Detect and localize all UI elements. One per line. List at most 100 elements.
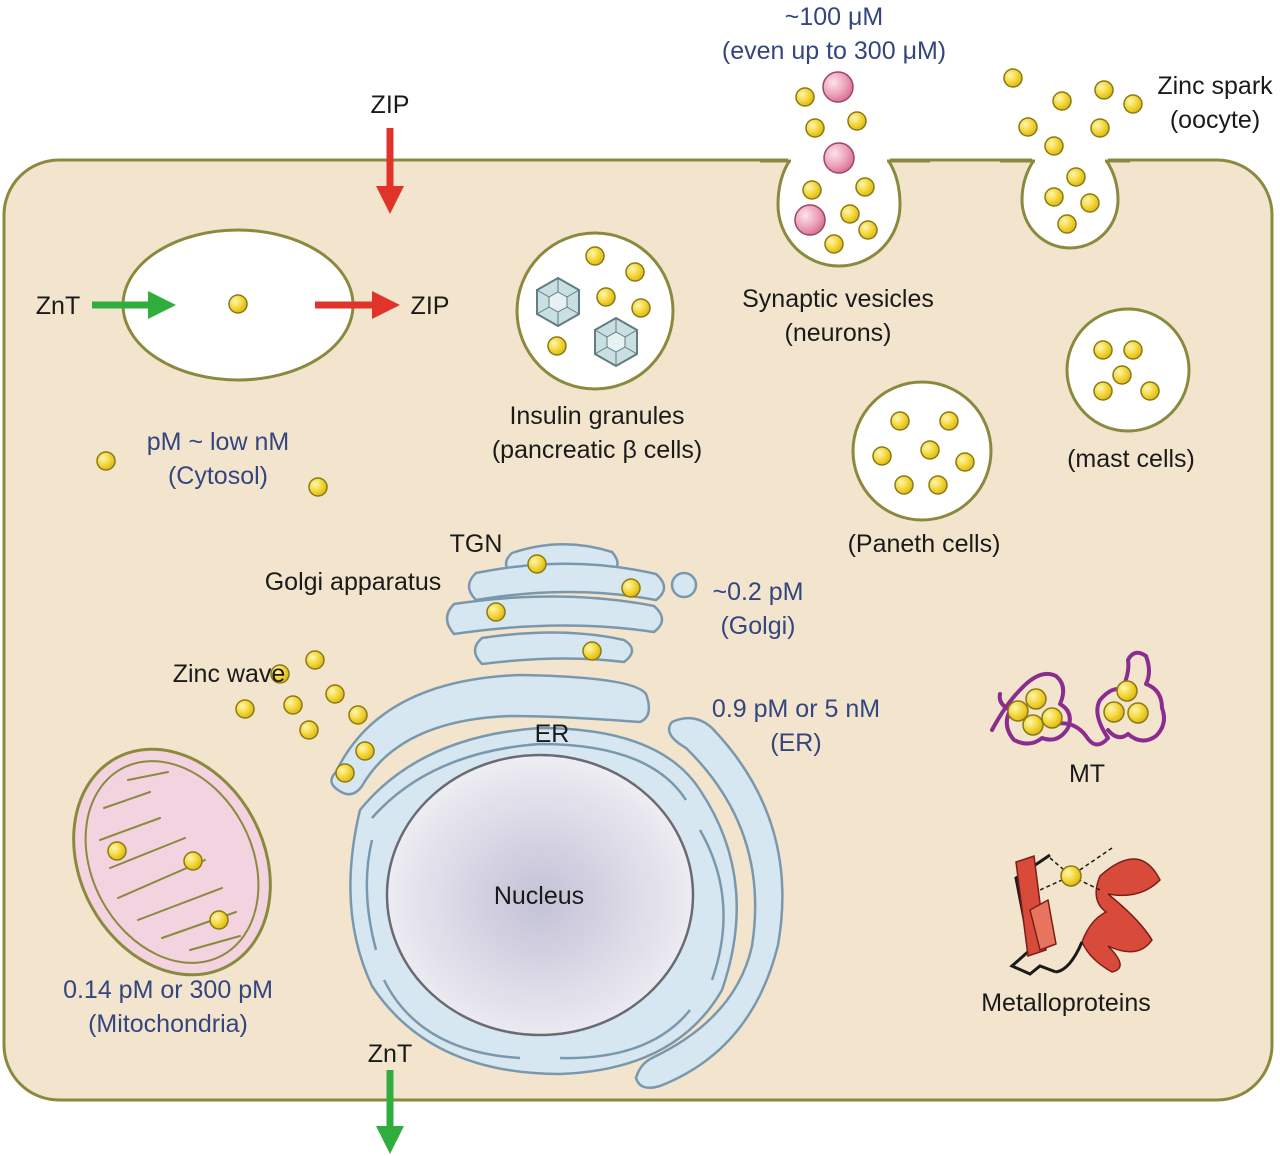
zinc-ion-icon: [847, 111, 867, 131]
insulin-granules-sublabel: (pancreatic β cells): [492, 436, 702, 464]
zinc-ion-icon: [955, 452, 975, 472]
insulin-crystal-icon: [536, 276, 580, 328]
zinc-ion-icon: [1057, 214, 1077, 234]
synaptic-vesicle: [823, 142, 855, 174]
nucleus-label: Nucleus: [494, 882, 584, 910]
synaptic-concentration-max: (even up to 300 μM): [722, 37, 946, 65]
metalloproteins-label: Metalloproteins: [981, 989, 1151, 1017]
zinc-ion-group: [96, 68, 1160, 930]
zinc-ion-icon: [283, 695, 303, 715]
mast-cells-label: (mast cells): [1067, 445, 1195, 473]
protein-ribbon-icon: [1009, 847, 1161, 976]
er-concentration: 0.9 pM or 5 nM: [712, 695, 880, 723]
znt-bottom-label: ZnT: [368, 1040, 412, 1068]
nucleus: [385, 753, 695, 1037]
synaptic-vesicles-label: Synaptic vesicles: [742, 285, 934, 313]
zinc-ion-icon: [1003, 68, 1023, 88]
er-label: ER: [535, 720, 570, 748]
zip-right-label: ZIP: [411, 292, 450, 320]
mt-label: MT: [1069, 760, 1105, 788]
zinc-ion-icon: [1044, 187, 1064, 207]
golgi-apparatus-label: Golgi apparatus: [265, 568, 442, 596]
zip-top-label: ZIP: [371, 91, 410, 119]
zinc-ion-icon: [1093, 381, 1113, 401]
zinc-ion-icon: [107, 841, 127, 861]
zinc-ion-icon: [1127, 702, 1149, 724]
zinc-ion-icon: [547, 336, 567, 356]
metallothionein: [990, 650, 1166, 747]
zinc-ion-icon: [1041, 707, 1063, 729]
zinc-ion-icon: [890, 411, 910, 431]
zinc-wave-label: Zinc wave: [173, 660, 286, 688]
zinc-ion-icon: [1080, 193, 1100, 213]
zinc-ion-icon: [270, 664, 290, 684]
zinc-ion-icon: [1123, 94, 1143, 114]
zinc-ion-icon: [299, 720, 319, 740]
synaptic-vesicle: [794, 204, 826, 236]
zinc-ion-icon: [872, 446, 892, 466]
zinc-ion-icon: [228, 294, 248, 314]
zinc-ion-icon: [335, 763, 355, 783]
mitochondria-name: (Mitochondria): [88, 1010, 248, 1038]
zinc-ion-icon: [1116, 680, 1138, 702]
zinc-ion-icon: [802, 180, 822, 200]
synaptic-vesicle: [822, 71, 854, 103]
zinc-ion-icon: [631, 298, 651, 318]
paneth-cells-label: (Paneth cells): [848, 530, 1001, 558]
zinc-ion-icon: [920, 440, 940, 460]
zinc-ion-icon: [1123, 340, 1143, 360]
zinc-ion-icon: [1018, 117, 1038, 137]
zinc-ion-icon: [527, 554, 547, 574]
zinc-ion-icon: [1025, 688, 1047, 710]
zinc-ion-icon: [1044, 136, 1064, 156]
zinc-ion-icon: [894, 475, 914, 495]
zinc-ion-icon: [1093, 340, 1113, 360]
zinc-ion-icon: [1090, 118, 1110, 138]
zinc-ion-icon: [824, 234, 844, 254]
zinc-ion-icon: [1022, 714, 1044, 736]
zinc-ion-icon: [305, 650, 325, 670]
znt-left-label: ZnT: [36, 292, 80, 320]
zinc-ion-icon: [486, 602, 506, 622]
zinc-ion-icon: [858, 220, 878, 240]
insulin-crystal-icon: [594, 316, 638, 368]
zinc-ion-icon: [840, 204, 860, 224]
zinc-ion-icon: [1007, 700, 1029, 722]
zinc-ion-icon: [805, 118, 825, 138]
zinc-ion-icon: [928, 475, 948, 495]
zinc-spark-label: Zinc spark: [1157, 72, 1273, 100]
zinc-ion-icon: [585, 246, 605, 266]
synaptic-concentration: ~100 μM: [785, 3, 884, 31]
zinc-ion-icon: [621, 578, 641, 598]
cytosol-concentration: pM ~ low nM: [147, 428, 289, 456]
zinc-ion-icon: [183, 851, 203, 871]
tgn-label: TGN: [450, 530, 503, 558]
zinc-ion-icon: [1112, 365, 1132, 385]
synaptic-vesicle-group: [794, 71, 855, 236]
cytosol-name: (Cytosol): [168, 462, 268, 490]
zinc-ion-icon: [235, 699, 255, 719]
zinc-ion-icon: [1060, 865, 1082, 887]
er-name: (ER): [770, 729, 821, 757]
zinc-ion-icon: [209, 910, 229, 930]
insulin-granules-label: Insulin granules: [509, 402, 684, 430]
zinc-ion-icon: [795, 87, 815, 107]
zinc-ion-icon: [348, 705, 368, 725]
zinc-ion-icon: [308, 477, 328, 497]
zinc-spark-sublabel: (oocyte): [1170, 106, 1260, 134]
golgi-name: (Golgi): [720, 612, 795, 640]
zinc-ion-icon: [855, 177, 875, 197]
zinc-ion-icon: [625, 262, 645, 282]
zinc-ion-icon: [1140, 381, 1160, 401]
zinc-ion-icon: [596, 287, 616, 307]
zinc-ion-icon: [325, 684, 345, 704]
zinc-ion-icon: [582, 641, 602, 661]
zinc-ion-icon: [939, 411, 959, 431]
synaptic-vesicles-sublabel: (neurons): [785, 319, 892, 347]
zinc-ion-icon: [1052, 91, 1072, 111]
zinc-ion-icon: [1094, 80, 1114, 100]
zinc-ion-icon: [1103, 701, 1125, 723]
mitochondria-concentration: 0.14 pM or 300 pM: [63, 976, 273, 1004]
zinc-ion-icon: [355, 741, 375, 761]
